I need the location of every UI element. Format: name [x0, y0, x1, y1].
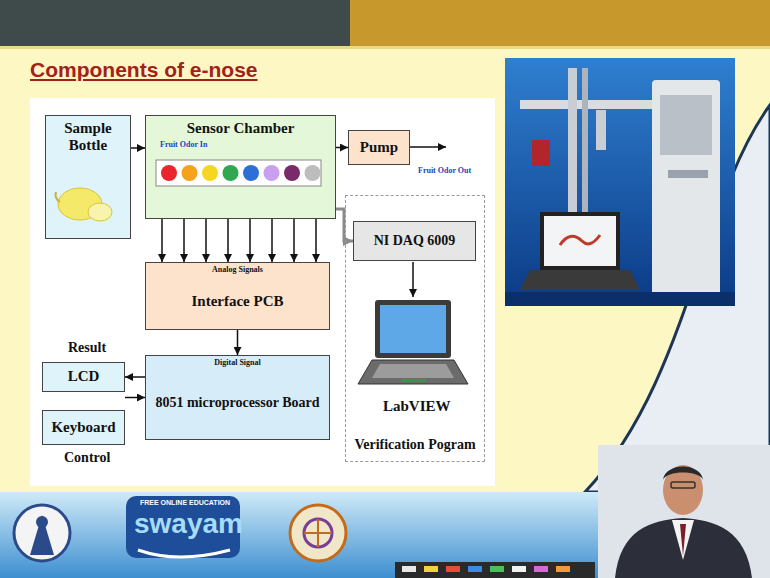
flow-arrow: [249, 219, 251, 262]
microprocessor-box: Digital Signal8051 microprocessor Board: [145, 355, 330, 440]
flow-arrow: [293, 219, 295, 262]
interface-box: Analog SignalsInterface PCB: [145, 262, 330, 330]
flow-label: Fruit Odor Out: [418, 166, 471, 175]
sensor-chamber: Sensor ChamberFruit Odor In: [145, 115, 336, 219]
flow-arrow: [315, 219, 317, 262]
node-sublabel: Interface PCB: [191, 274, 283, 329]
node-label: Keyboard: [51, 419, 115, 436]
logo-tagline: FREE ONLINE EDUCATION: [140, 499, 230, 506]
node-sublabel: Fruit Odor In: [160, 140, 207, 149]
flow-arrow: [336, 147, 348, 149]
flow-arrow: [125, 397, 145, 399]
node-label: Verification Pogram: [354, 437, 475, 453]
software-label: LabVIEW: [383, 398, 451, 415]
sample-box: Sample Bottle: [45, 115, 131, 239]
node-label: NI DAQ 6009: [374, 233, 456, 249]
node-label: Analog Signals: [212, 265, 263, 274]
logo-wordmark: swayam: [134, 508, 243, 540]
pump-box: Pump: [348, 130, 410, 165]
flow-arrow: [271, 219, 273, 262]
flow-arrow: [205, 219, 207, 262]
node-label: Sample Bottle: [46, 120, 130, 155]
node-label: Pump: [360, 139, 398, 156]
flow-arrow: [183, 219, 185, 262]
group-label: Result: [68, 340, 106, 356]
keyboard-box: Keyboard: [42, 410, 125, 445]
slide-title: Components of e-nose: [30, 58, 258, 82]
flow-arrow: [125, 376, 145, 378]
node-sublabel: 8051 microprocessor Board: [155, 367, 319, 439]
node-label: Sensor Chamber: [187, 120, 295, 137]
lcd-box: LCD: [42, 362, 125, 392]
flow-arrow: [237, 330, 239, 355]
verification-region: Verification Pogram NI DAQ 6009: [345, 195, 485, 462]
node-label: LCD: [68, 368, 100, 385]
flow-arrow: [131, 147, 145, 149]
node-label: Digital Signal: [214, 358, 260, 367]
group-label: Control: [64, 450, 110, 466]
flow-arrow: [227, 219, 229, 262]
flow-arrow: [161, 219, 163, 262]
daq-box: NI DAQ 6009: [353, 221, 476, 261]
